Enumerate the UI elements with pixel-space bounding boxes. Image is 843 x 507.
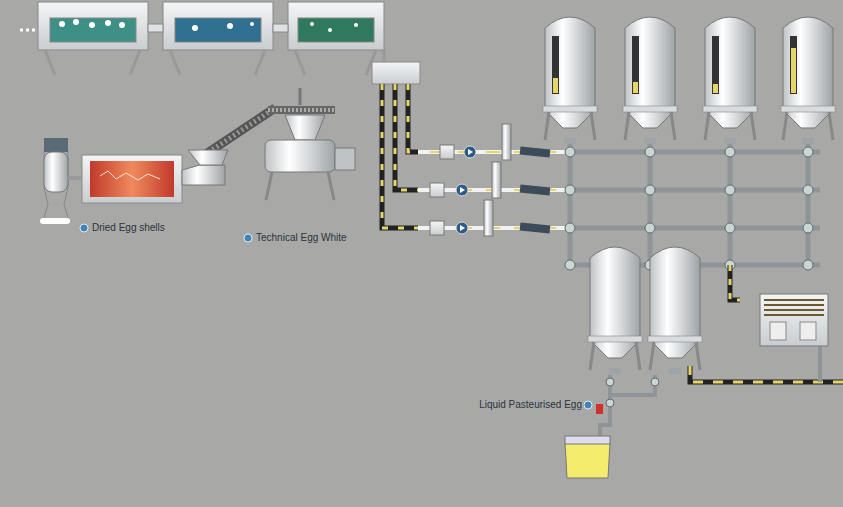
valve — [803, 147, 813, 157]
valve — [803, 185, 813, 195]
stream-label: Dried Egg shells — [90, 222, 167, 234]
stream-label: Liquid Pasteurised Egg — [477, 399, 584, 411]
valve — [645, 147, 655, 157]
valve — [565, 260, 575, 270]
valve — [565, 223, 575, 233]
valve — [725, 223, 735, 233]
valve — [565, 185, 575, 195]
valve — [803, 260, 813, 270]
valve — [645, 223, 655, 233]
valve — [803, 223, 813, 233]
valve — [725, 185, 735, 195]
valve — [645, 185, 655, 195]
valve — [565, 147, 575, 157]
stream-label: Technical Egg White — [254, 232, 349, 244]
valve — [725, 147, 735, 157]
